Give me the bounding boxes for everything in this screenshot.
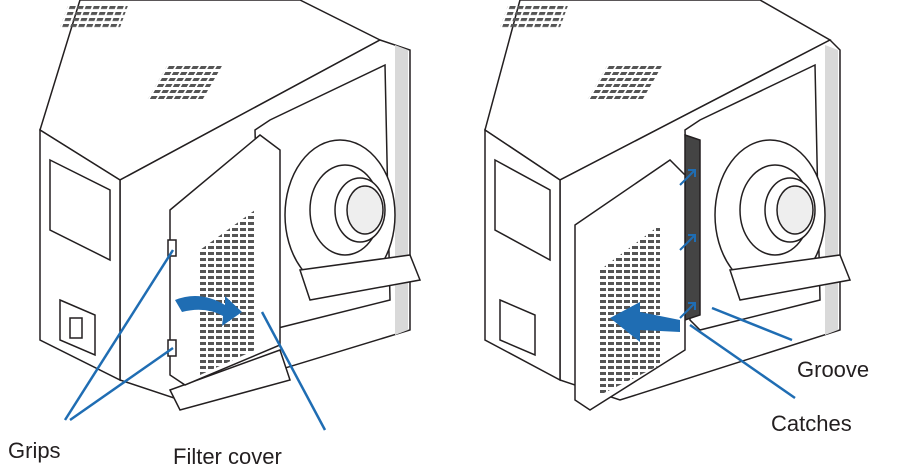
projector-left — [39, 0, 422, 411]
catches-label: Catches — [771, 411, 852, 436]
projector-right — [484, 0, 852, 411]
insert-arrow-icon — [610, 302, 680, 342]
leader-lines-left — [63, 249, 327, 431]
leader-lines-right — [689, 306, 796, 400]
rotate-arrow-icon — [175, 296, 242, 326]
filter-cover-label: Filter cover — [173, 444, 282, 469]
grips-label: Grips — [8, 438, 61, 463]
catch-arrows — [679, 169, 696, 319]
groove-label: Groove — [797, 357, 870, 382]
